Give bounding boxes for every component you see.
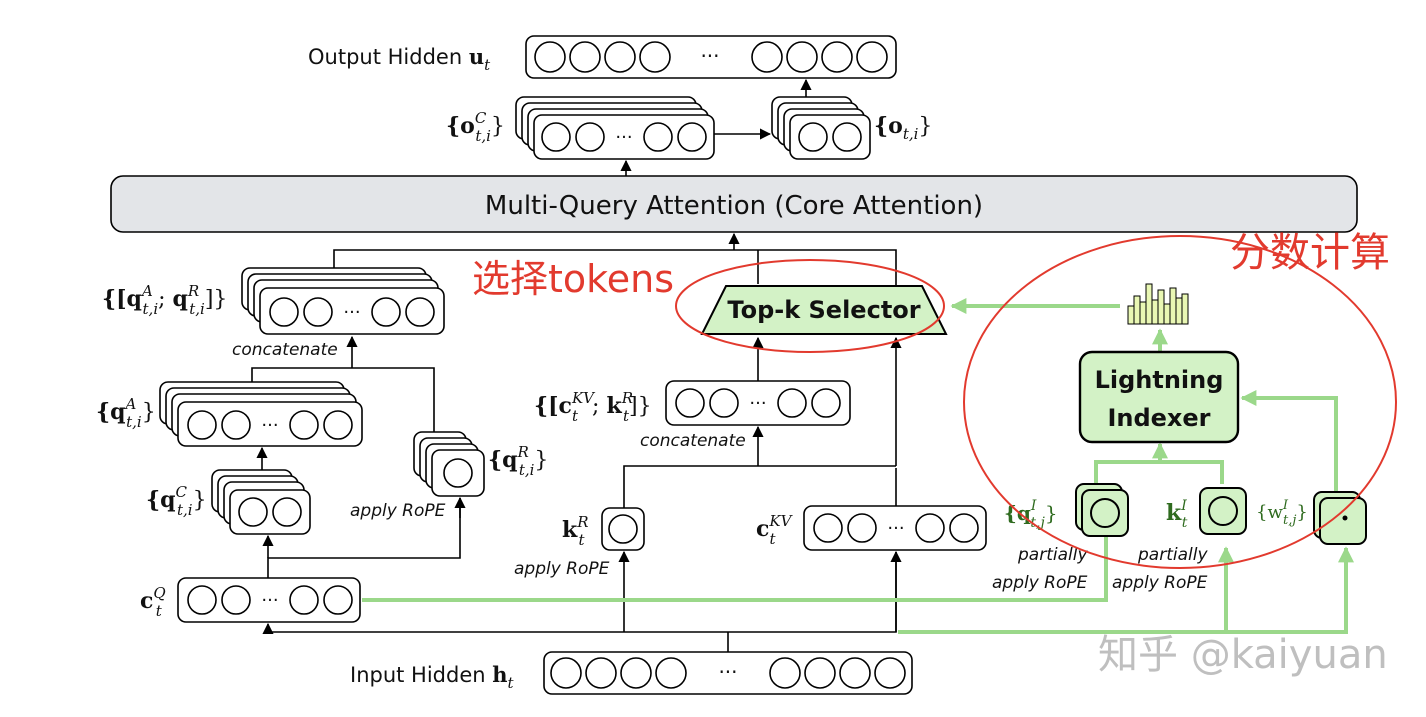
q-concatenate-label: concatenate	[232, 340, 338, 360]
core-attention-label: Multi-Query Attention (Core Attention)	[485, 191, 983, 221]
input-hidden-vector: ···	[543, 651, 913, 695]
input-cell-6	[839, 657, 871, 689]
histogram-bar-0	[1127, 305, 1135, 325]
histogram-bar-9	[1181, 293, 1189, 325]
o-c-stack: ···	[515, 96, 715, 160]
indexer-green-paths	[362, 298, 1354, 634]
kv-concat-vector: ···	[665, 380, 851, 426]
input-cell-2	[620, 657, 652, 689]
output-hidden-vector: ···	[525, 35, 897, 79]
output-cell-3	[639, 41, 671, 73]
q-i-apply-rope: apply RoPE	[992, 573, 1088, 593]
histogram-bar-4	[1151, 299, 1159, 325]
q-concat-stack: ···	[241, 267, 445, 335]
histogram-bar-3	[1145, 283, 1153, 325]
score-histogram	[1127, 283, 1189, 325]
score-calc-ellipse	[963, 235, 1397, 569]
svg-text:···: ···	[749, 393, 766, 414]
watermark: 知乎 @kaiyuan	[1098, 632, 1388, 678]
output-cell-0	[534, 41, 566, 73]
c-kv-vector: ···	[803, 505, 987, 551]
histogram-bar-2	[1139, 301, 1147, 325]
k-i-apply-rope: apply RoPE	[1112, 573, 1208, 593]
histogram-bar-6	[1163, 303, 1171, 325]
output-cell-6	[821, 41, 853, 73]
q-a-stack: ···	[159, 381, 363, 447]
input-cell-3	[655, 657, 687, 689]
k-i-partially: partially	[1137, 545, 1208, 565]
histogram-bar-7	[1169, 287, 1177, 325]
output-cell-2	[604, 41, 636, 73]
lightning-indexer: Lightning Indexer	[1078, 350, 1240, 444]
input-cell-4	[769, 657, 801, 689]
svg-text:···: ···	[343, 302, 360, 323]
histogram-bar-1	[1133, 295, 1141, 325]
svg-text:···: ···	[718, 660, 737, 684]
q-apply-rope-label: apply RoPE	[350, 501, 446, 521]
o-stack	[771, 96, 871, 160]
output-dots: ···	[700, 44, 719, 68]
k-i-vector	[1199, 487, 1247, 535]
output-hidden-label: Output Hidden ut	[308, 44, 491, 74]
output-cell-5	[786, 41, 818, 73]
q-c-stack	[211, 469, 311, 535]
core-attention-bar	[110, 175, 1358, 233]
output-cell-7	[856, 41, 888, 73]
input-cell-1	[585, 657, 617, 689]
topk-label: Top-k Selector	[727, 296, 920, 324]
svg-text:···: ···	[615, 127, 632, 148]
select-tokens-ellipse	[675, 259, 945, 353]
svg-text:···: ···	[261, 590, 278, 611]
w-i-stack	[1313, 491, 1367, 545]
input-cell-7	[874, 657, 906, 689]
select-tokens-annotation: 选择tokens	[472, 257, 674, 301]
output-cell-4	[751, 41, 783, 73]
topk-selector: Top-k Selector	[700, 285, 948, 335]
svg-text:···: ···	[887, 518, 904, 539]
q-i-partially: partially	[1017, 545, 1088, 565]
input-cell-0	[550, 657, 582, 689]
svg-text:Lightning: Lightning	[1095, 366, 1224, 394]
q-r-stack	[413, 431, 485, 497]
input-hidden-label: Input Hidden ht	[350, 662, 515, 692]
k-apply-rope-label: apply RoPE	[514, 559, 610, 579]
histogram-bar-8	[1175, 297, 1183, 325]
k-r-vector	[601, 507, 645, 551]
svg-text:···: ···	[261, 415, 278, 436]
score-calc-annotation: 分数计算	[1230, 230, 1390, 276]
kv-concatenate-label: concatenate	[640, 431, 746, 451]
histogram-bar-5	[1157, 289, 1165, 325]
c-q-vector: ···	[177, 577, 361, 623]
q-i-stack	[1075, 483, 1129, 537]
svg-text:Indexer: Indexer	[1107, 404, 1210, 432]
output-cell-1	[569, 41, 601, 73]
input-cell-5	[804, 657, 836, 689]
o-label: {ot,i}	[874, 113, 932, 143]
